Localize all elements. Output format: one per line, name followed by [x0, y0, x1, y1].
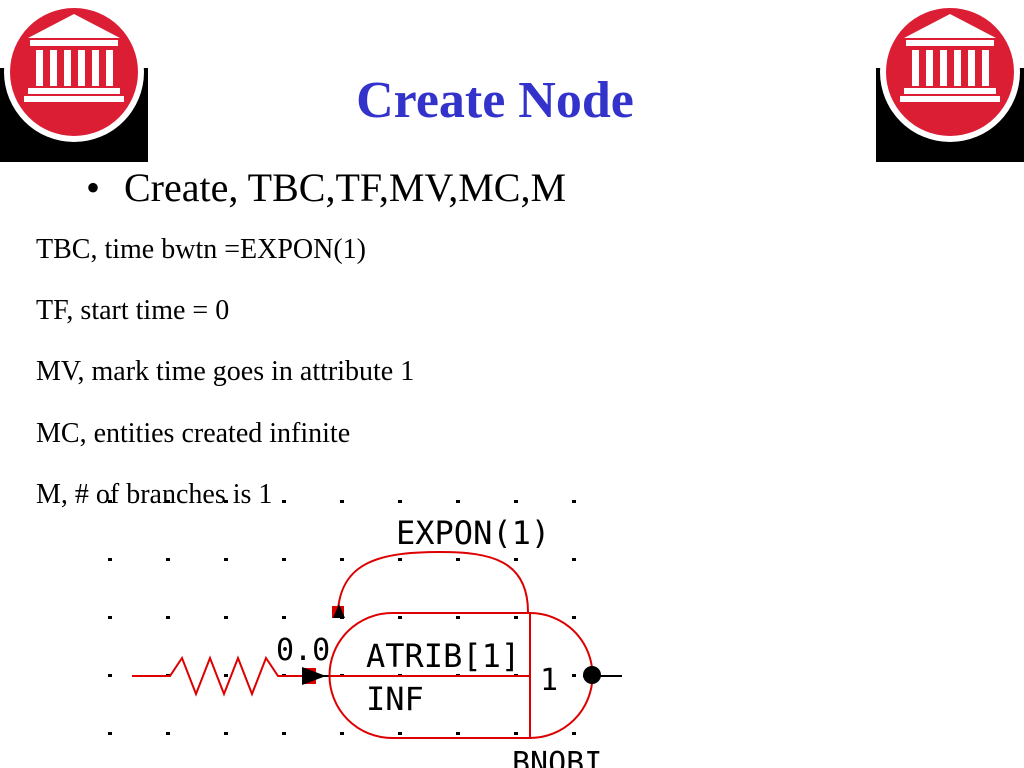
- grid-dot: [572, 732, 576, 735]
- arrow-block-icon: [302, 668, 316, 684]
- text-line-mc: MC, entities created infinite: [36, 418, 351, 449]
- grid-dot: [398, 558, 402, 561]
- grid-dot: [224, 674, 228, 677]
- grid-dot: [398, 500, 402, 503]
- bullet-text: Create, TBC,TF,MV,MC,M: [124, 165, 567, 210]
- grid-dot: [340, 616, 344, 619]
- text-line-tf: TF, start time = 0: [36, 295, 230, 326]
- grid-dot: [340, 558, 344, 561]
- grid-dot: [282, 558, 286, 561]
- grid-dot: [108, 674, 112, 677]
- branch-node-dot-icon: [583, 666, 601, 684]
- grid-dot: [224, 558, 228, 561]
- grid-dot: [456, 732, 460, 735]
- grid-dot: [282, 616, 286, 619]
- arrowhead-icon: [302, 667, 326, 685]
- count-label: INF: [366, 680, 424, 718]
- start-time-label: 0.0: [276, 633, 330, 668]
- grid-dot: [282, 500, 286, 503]
- bullet-item: • Create, TBC,TF,MV,MC,M: [86, 164, 566, 212]
- grid-dot: [572, 500, 576, 503]
- loop-arrow-icon: [332, 606, 344, 618]
- create-node-shape: [328, 612, 531, 739]
- attribute-label: ATRIB[1]: [366, 637, 520, 675]
- text-line-mv: MV, mark time goes in attribute 1: [36, 356, 415, 387]
- grid-dot: [282, 732, 286, 735]
- grid-dot: [514, 616, 518, 619]
- grid-dot: [514, 732, 518, 735]
- grid-dots: [108, 500, 576, 735]
- incoming-activity-line: [132, 655, 305, 697]
- grid-dot: [166, 674, 170, 677]
- grid-dot: [398, 616, 402, 619]
- grid-dot: [456, 616, 460, 619]
- grid-dot: [514, 674, 518, 677]
- expon-label: EXPON(1): [396, 514, 550, 552]
- text-line-m: M, # of branches is 1: [36, 479, 273, 510]
- bank-logo-right: [876, 2, 1024, 162]
- grid-dot: [166, 558, 170, 561]
- grid-dot: [282, 674, 286, 677]
- grid-dot: [108, 732, 112, 735]
- text-line-tbc: TBC, time bwtn =EXPON(1): [36, 234, 366, 265]
- time-between-loop: [337, 550, 529, 613]
- grid-dot: [108, 558, 112, 561]
- grid-dot: [572, 616, 576, 619]
- node-right-arc: [529, 612, 594, 739]
- grid-dot: [340, 500, 344, 503]
- bank-building-icon: [24, 14, 124, 102]
- grid-dot: [224, 616, 228, 619]
- grid-dot: [166, 616, 170, 619]
- grid-dot: [224, 732, 228, 735]
- bullet-icon: •: [86, 165, 101, 210]
- grid-dot: [340, 732, 344, 735]
- grid-dot: [166, 732, 170, 735]
- branches-label: 1: [540, 663, 558, 698]
- grid-dot: [108, 616, 112, 619]
- grid-dot: [398, 732, 402, 735]
- bank-building-icon: [900, 14, 1000, 102]
- grid-dot: [456, 558, 460, 561]
- grid-dot: [456, 500, 460, 503]
- grid-dot: [514, 500, 518, 503]
- bottom-label: BNOBI: [512, 746, 602, 768]
- grid-dot: [572, 674, 576, 677]
- grid-dot: [340, 674, 344, 677]
- bank-logo-left: [0, 2, 148, 162]
- grid-dot: [456, 674, 460, 677]
- grid-dot: [572, 558, 576, 561]
- slide-title: Create Node: [356, 72, 634, 129]
- grid-dot: [514, 558, 518, 561]
- grid-dot: [398, 674, 402, 677]
- loop-arrowhead-icon: [333, 604, 345, 618]
